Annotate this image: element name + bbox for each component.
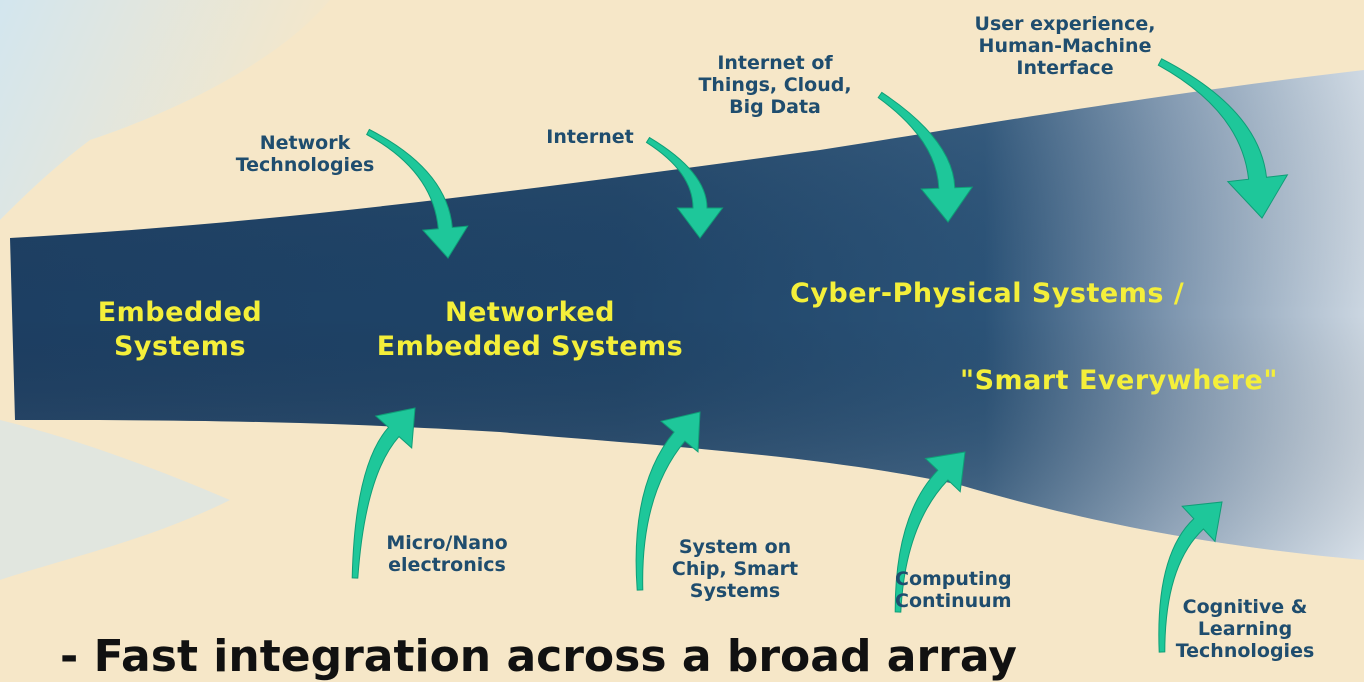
- driver-user-experience: User experience, Human-Machine Interface: [974, 13, 1156, 79]
- driver-computing-continuum: Computing Continuum: [895, 568, 1012, 612]
- arrow-down-icon: [877, 91, 974, 223]
- arrow-down-icon: [1157, 58, 1289, 219]
- arrow-up-icon: [894, 451, 966, 613]
- evolution-band-shade: [10, 70, 1364, 560]
- arrow-up-icon: [351, 407, 416, 579]
- arrow-down-icon: [366, 128, 469, 259]
- stage-networked-embedded-systems: Networked Embedded Systems: [376, 297, 684, 362]
- driver-internet: Internet: [546, 126, 634, 148]
- driver-network-technologies: Network Technologies: [235, 132, 375, 176]
- sky-patch-bottom: [0, 420, 230, 580]
- driver-cognitive-learning: Cognitive & Learning Technologies: [1175, 596, 1315, 662]
- arrow-up-icon: [1158, 501, 1223, 653]
- stage-cyber-physical-systems: Cyber-Physical Systems /: [790, 278, 1185, 309]
- sky-patch-left: [0, 0, 330, 220]
- footer-caption: - Fast integration across a broad array: [60, 631, 1017, 682]
- driver-internet-of-things: Internet of Things, Cloud, Big Data: [698, 52, 852, 118]
- stage-smart-everywhere: "Smart Everywhere": [960, 365, 1278, 396]
- arrow-down-icon: [645, 136, 724, 239]
- driver-micro-nano-electronics: Micro/Nano electronics: [386, 532, 508, 576]
- driver-system-on-chip: System on Chip, Smart Systems: [671, 536, 799, 602]
- arrow-up-icon: [635, 411, 701, 591]
- stage-embedded-systems: Embedded Systems: [97, 297, 263, 362]
